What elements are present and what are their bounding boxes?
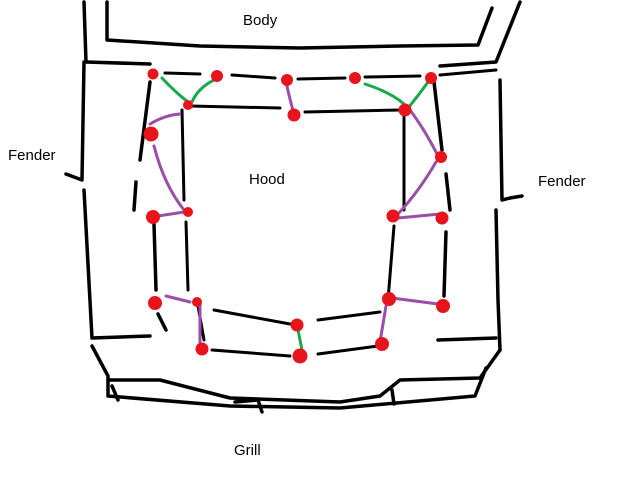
mount-point bbox=[183, 207, 193, 217]
mount-point bbox=[183, 100, 193, 110]
mount-point bbox=[386, 209, 400, 223]
hood-label: Hood bbox=[249, 171, 285, 188]
mount-point bbox=[382, 292, 396, 306]
mount-point bbox=[375, 337, 389, 351]
mount-point bbox=[143, 126, 159, 142]
mount-point bbox=[435, 211, 449, 225]
hood-top-edge bbox=[163, 68, 498, 114]
left-fender-outline bbox=[64, 60, 168, 340]
mount-point bbox=[281, 74, 293, 86]
mount-point bbox=[211, 70, 223, 82]
mount-point bbox=[290, 318, 304, 332]
right-fender-outline bbox=[432, 78, 524, 352]
mount-point bbox=[436, 299, 450, 313]
grill-label: Grill bbox=[234, 442, 261, 459]
mount-point bbox=[147, 68, 159, 80]
hood-inner-frame bbox=[180, 108, 406, 358]
mount-point bbox=[146, 210, 160, 224]
mount-point bbox=[425, 72, 437, 84]
mount-points bbox=[143, 68, 450, 364]
mount-point bbox=[292, 348, 308, 364]
mount-point bbox=[192, 297, 202, 307]
right-fender-label: Fender bbox=[538, 173, 586, 190]
mount-point bbox=[349, 72, 361, 84]
mount-point bbox=[435, 151, 447, 163]
mount-point bbox=[148, 296, 162, 310]
mount-point bbox=[398, 103, 412, 117]
left-fender-label: Fender bbox=[8, 147, 56, 164]
mount-point bbox=[287, 108, 301, 122]
grill-outline bbox=[90, 344, 502, 414]
mount-point bbox=[195, 342, 209, 356]
body-label: Body bbox=[243, 12, 278, 29]
body-outline bbox=[82, 0, 522, 68]
